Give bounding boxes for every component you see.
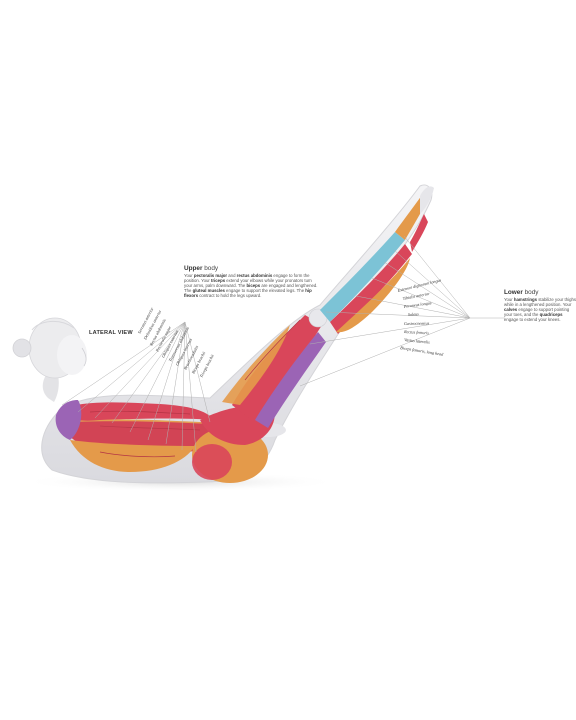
upper-title-rest: body <box>202 265 219 272</box>
upper-text-segment: Your <box>184 273 194 278</box>
upper-text-segment: pectoralis major <box>193 273 228 278</box>
view-label: LATERAL VIEW <box>89 330 133 336</box>
upper-body-callout: Upper body Your pectoralis major and rec… <box>184 265 318 298</box>
upper-text-segment: engage to form the position. Your <box>184 273 310 284</box>
lower-text-segment: engage to support pointing your toes, an… <box>504 307 570 318</box>
lower-leg-muscles <box>320 186 434 334</box>
thigh-muscles <box>222 308 328 428</box>
upper-text-segment: engage to support the elevated legs. The <box>224 288 306 294</box>
lower-muscle-label: Gastrocnemius <box>404 321 430 326</box>
lower-muscle-label: Biceps femoris, long head <box>400 345 445 358</box>
upper-text-segment: and <box>227 273 237 278</box>
lower-text-segment: quadriceps <box>539 312 563 318</box>
lower-muscle-label: Vastus lateralis <box>404 337 430 345</box>
lower-text-segment: Your <box>504 297 514 302</box>
head <box>12 317 87 402</box>
lower-muscle-label: Rectus femoris <box>403 329 429 335</box>
lower-body-title: Lower body <box>504 289 576 297</box>
upper-body-description: Your pectoralis major and rectus abdomin… <box>184 273 318 298</box>
upper-text-segment: extend your elbows while your pronators … <box>184 278 312 289</box>
upper-text-segment: biceps <box>246 283 261 289</box>
lower-muscle-label: Extensor digitorum longus <box>396 277 442 293</box>
upper-text-segment: are engaged and lengthened. The <box>184 283 318 294</box>
upper-title-bold: Upper <box>184 265 203 272</box>
lower-text-segment: engage to extend your knees. <box>504 317 561 323</box>
upper-body-title: Upper body <box>184 265 318 273</box>
lower-text-segment: hamstrings <box>513 297 538 302</box>
lower-muscle-label: Peroneus longus <box>402 300 432 309</box>
upper-text-segment: hip flexors <box>184 288 312 299</box>
lower-title-bold: Lower <box>504 289 523 296</box>
lower-title-rest: body <box>522 289 539 296</box>
upper-text-segment: triceps <box>211 278 226 284</box>
upper-text-segment: gluteal muscles <box>192 288 225 294</box>
upper-leader-lines <box>61 321 211 453</box>
lower-body-description: Your hamstrings stabilize your thighs wh… <box>504 297 576 322</box>
lower-leader-lines <box>299 235 505 387</box>
lower-muscle-label: Tibialis anterior <box>402 291 430 301</box>
upper-text-segment: rectus abdominis <box>236 273 273 278</box>
lower-body-callout: Lower body Your hamstrings stabilize you… <box>504 289 576 322</box>
lower-text-segment: calves <box>504 307 518 313</box>
lower-text-segment: stabilize your thighs while in a lengthe… <box>504 297 576 308</box>
upper-text-segment: contract to hold the legs upward. <box>198 293 262 299</box>
lower-muscle-label: Soleus <box>408 311 420 317</box>
